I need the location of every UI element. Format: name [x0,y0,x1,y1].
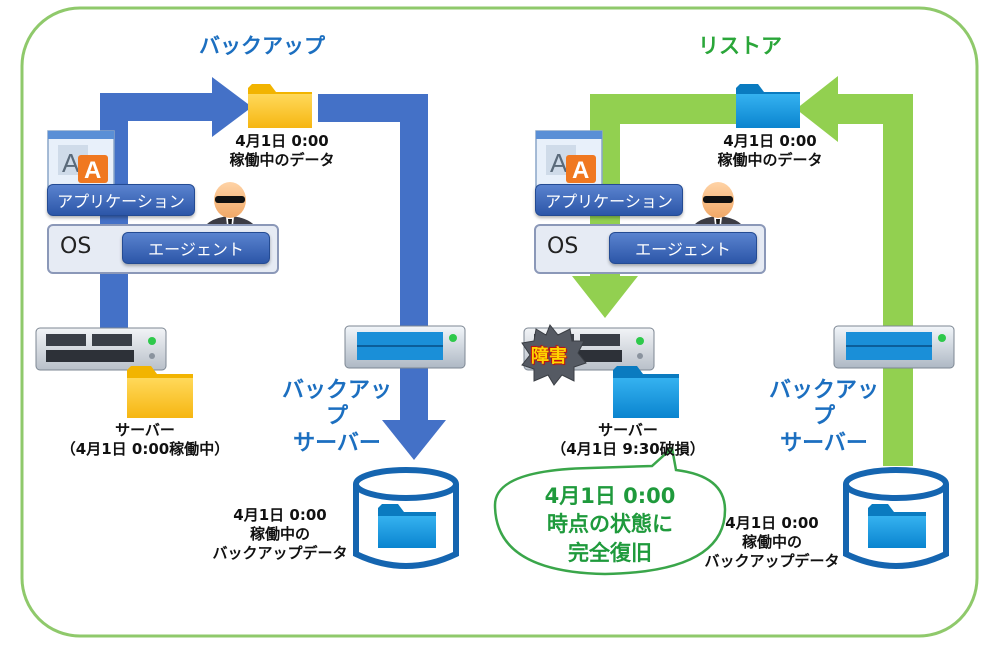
folder-icon [613,366,679,418]
restore-folder-caption: 4月1日 0:00 稼働中のデータ [710,132,830,170]
callout-line: 時点の状態に [547,512,673,537]
folder-icon [127,366,193,418]
title-line: バックアップ [281,378,392,430]
agent-label: エージェント [122,232,270,264]
caption-line: サーバー [598,421,658,439]
backup-title: バックアップ [199,34,325,58]
application-label: アプリケーション [535,184,683,216]
caption-line: バックアップデータ [212,543,348,562]
backup-folder-caption: 4月1日 0:00 稼働中のデータ [222,132,342,170]
database-cylinder-icon [843,467,949,569]
recovery-callout-text: 4月1日 0:00 時点の状態に 完全復旧 [510,482,710,567]
callout-line: 完全復旧 [568,540,652,565]
caption-line: （4月1日 0:00稼働中） [60,439,230,458]
server-rack-icon [35,327,167,371]
svg-text:A: A [550,148,568,178]
caption-line: サーバー [115,421,175,439]
restore-title: リストア [698,34,782,58]
backup-server-title: バックアップ サーバー [272,378,402,457]
app-window-icon: A A [47,130,115,188]
caption-line: 4月1日 0:00 [725,514,819,532]
agent-label: エージェント [609,232,757,264]
failure-label: 障害 [531,346,567,367]
caption-line: 4月1日 0:00 [723,132,817,150]
os-label: OS [60,234,92,259]
folder-icon [736,84,800,128]
outer-frame [20,6,979,638]
svg-text:A: A [572,157,589,184]
caption-line: 4月1日 0:00 [233,506,327,524]
caption-line: バックアップデータ [704,551,840,570]
os-label: OS [547,234,579,259]
folder-icon [248,84,312,128]
svg-text:A: A [84,157,101,184]
title-line: バックアップ [768,378,879,430]
callout-line: 4月1日 0:00 [544,484,676,508]
database-cylinder-icon [353,467,459,569]
caption-line: 稼働中の [249,524,310,543]
title-line: サーバー [293,430,381,456]
title-line: サーバー [780,430,868,456]
backup-source-server-caption: サーバー （4月1日 0:00稼働中） [45,421,245,459]
caption-line: 稼働中の [741,532,802,551]
recovery-callout-bubble [493,445,727,576]
restore-storage-caption: 4月1日 0:00 稼働中の バックアップデータ [702,514,842,570]
backup-storage-caption: 4月1日 0:00 稼働中の バックアップデータ [210,506,350,562]
restore-source-server-caption: サーバー （4月1日 9:30破損） [528,421,728,459]
caption-line: 稼働中のデータ [229,150,335,169]
caption-line: （4月1日 9:30破損） [551,439,705,458]
backup-flow-arrow [100,77,446,460]
explosion-icon [521,324,587,386]
application-label: アプリケーション [47,184,195,216]
caption-line: 4月1日 0:00 [235,132,329,150]
app-window-icon: A A [535,130,603,188]
backup-server-title: バックアップ サーバー [759,378,889,457]
svg-text:A: A [62,148,80,178]
server-rack-icon [833,325,955,369]
caption-line: 稼働中のデータ [717,150,823,169]
server-rack-icon [344,325,466,369]
